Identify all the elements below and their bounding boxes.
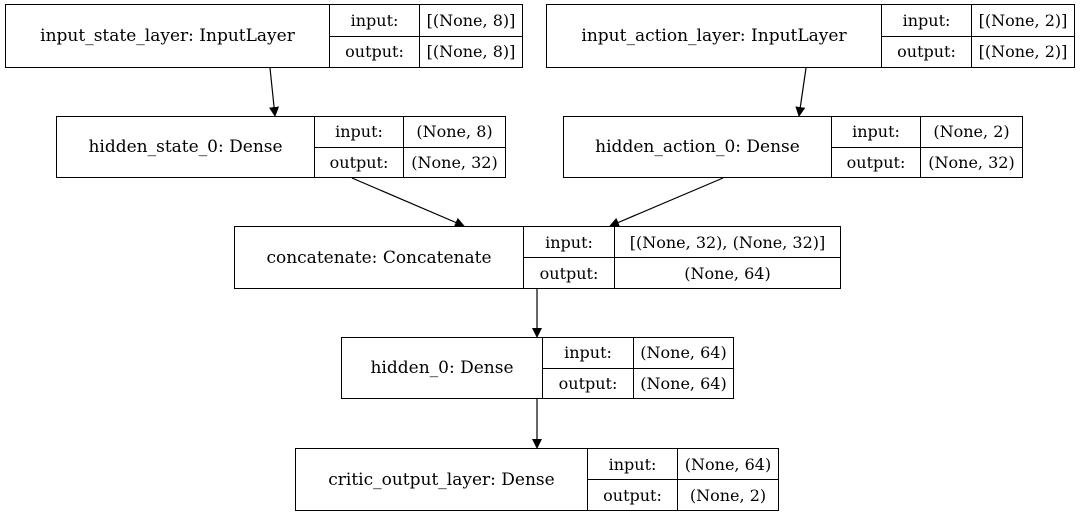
layer-name: hidden_0: Dense bbox=[342, 338, 543, 398]
edge-arrow-input-action-layer-to-hidden-action-0 bbox=[795, 67, 807, 117]
output-row: output: (None, 64) bbox=[543, 367, 733, 398]
input-shape: [(None, 8)] bbox=[426, 10, 516, 30]
input-shape: (None, 64) bbox=[640, 343, 727, 363]
output-row: output: (None, 2) bbox=[588, 479, 778, 510]
input-label: input: bbox=[315, 117, 404, 147]
layer-io-table: input: [(None, 8)] output: [(None, 8)] bbox=[330, 5, 522, 67]
input-row: input: (None, 2) bbox=[832, 117, 1022, 147]
input-shape: (None, 8) bbox=[416, 122, 493, 142]
output-shape: (None, 32) bbox=[411, 152, 498, 172]
input-row: input: [(None, 32), (None, 32)] bbox=[524, 227, 840, 257]
input-shape: (None, 64) bbox=[684, 454, 772, 474]
input-row: input: (None, 64) bbox=[543, 338, 733, 368]
edge-arrow-input-state-layer-to-hidden-state-0 bbox=[269, 67, 280, 117]
output-label: output: bbox=[524, 258, 615, 288]
edge-arrow-hidden-state-0-to-concatenate bbox=[351, 177, 465, 228]
input-row: input: [(None, 2)] bbox=[882, 5, 1074, 36]
input-label: input: bbox=[588, 449, 678, 479]
input-label: input: bbox=[543, 338, 634, 368]
layer-name: input_action_layer: InputLayer bbox=[547, 5, 882, 67]
input-label: input: bbox=[330, 5, 420, 36]
input-label: input: bbox=[832, 117, 921, 147]
input-row: input: (None, 64) bbox=[588, 449, 778, 479]
output-label: output: bbox=[832, 147, 921, 177]
layer-io-table: input: (None, 2) output: (None, 32) bbox=[832, 117, 1022, 177]
layer-name: input_state_layer: InputLayer bbox=[6, 5, 330, 67]
output-shape: (None, 64) bbox=[640, 373, 727, 393]
layer-io-table: input: (None, 8) output: (None, 32) bbox=[315, 117, 505, 177]
output-row: output: (None, 64) bbox=[524, 257, 840, 288]
output-shape: [(None, 2)] bbox=[978, 42, 1068, 62]
output-shape: [(None, 8)] bbox=[426, 42, 516, 62]
input-row: input: [(None, 8)] bbox=[330, 5, 522, 36]
output-label: output: bbox=[882, 36, 972, 67]
layer-io-table: input: [(None, 2)] output: [(None, 2)] bbox=[882, 5, 1074, 67]
output-shape: (None, 32) bbox=[928, 152, 1015, 172]
edge-arrow-hidden-action-0-to-concatenate bbox=[609, 177, 724, 228]
output-row: output: (None, 32) bbox=[315, 146, 505, 177]
input-shape: (None, 2) bbox=[933, 122, 1010, 142]
output-row: output: (None, 32) bbox=[832, 146, 1022, 177]
layer-io-table: input: [(None, 32), (None, 32)] output: (No… bbox=[524, 227, 840, 288]
input-shape: [(None, 2)] bbox=[978, 10, 1068, 30]
layer-name: hidden_state_0: Dense bbox=[57, 117, 315, 177]
output-row: output: [(None, 2)] bbox=[882, 35, 1074, 67]
output-shape: (None, 64) bbox=[684, 263, 771, 283]
input-row: input: (None, 8) bbox=[315, 117, 505, 147]
layer-io-table: input: (None, 64) output: (None, 2) bbox=[588, 449, 778, 510]
layer-name: concatenate: Concatenate bbox=[235, 227, 524, 288]
output-label: output: bbox=[588, 480, 678, 510]
input-label: input: bbox=[524, 227, 615, 257]
output-row: output: [(None, 8)] bbox=[330, 35, 522, 67]
layer-io-table: input: (None, 64) output: (None, 64) bbox=[543, 338, 733, 398]
input-shape: [(None, 32), (None, 32)] bbox=[629, 232, 826, 252]
layer-name: critic_output_layer: Dense bbox=[296, 449, 588, 510]
output-shape: (None, 2) bbox=[689, 485, 767, 505]
input-label: input: bbox=[882, 5, 972, 36]
output-label: output: bbox=[330, 36, 420, 67]
output-label: output: bbox=[315, 147, 404, 177]
layer-name: hidden_action_0: Dense bbox=[564, 117, 832, 177]
output-label: output: bbox=[543, 368, 634, 398]
